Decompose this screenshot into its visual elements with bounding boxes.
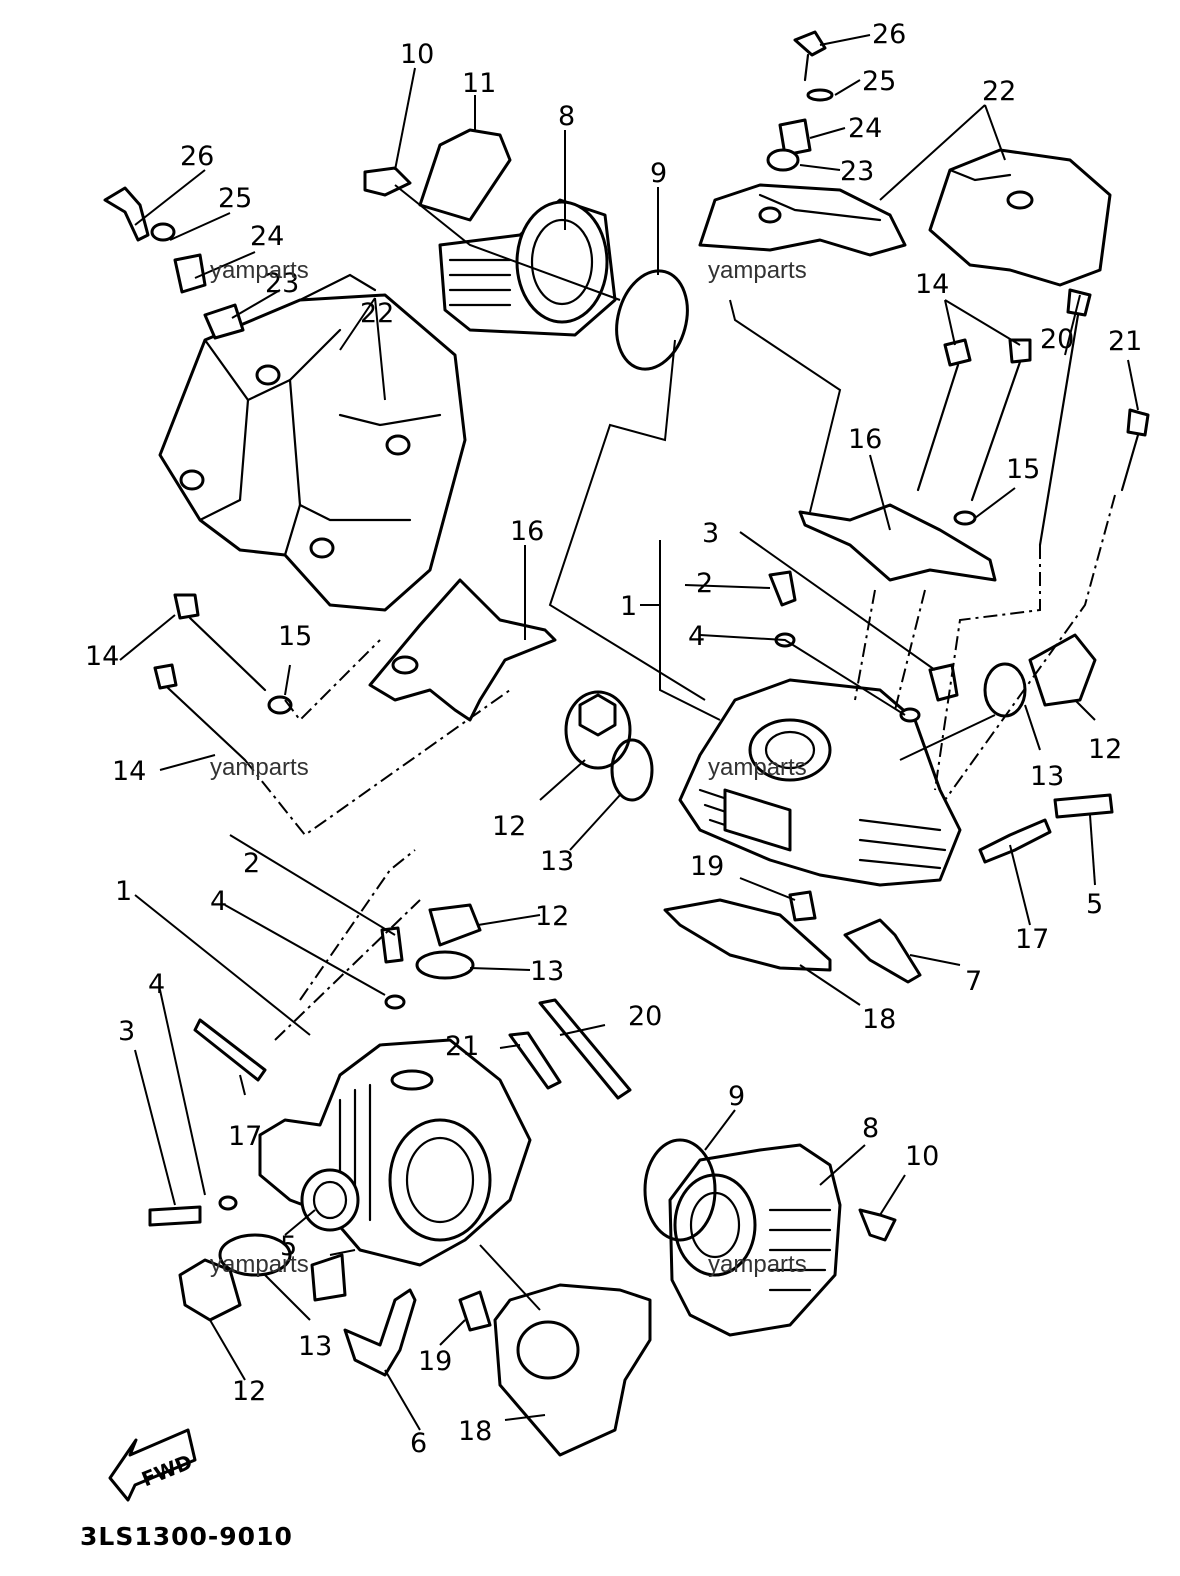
callout-5: 5	[280, 1231, 297, 1262]
tappet-cover-center	[564, 690, 654, 802]
cylinder-front	[668, 1143, 842, 1337]
callout-15: 15	[1006, 454, 1040, 485]
callout-3: 3	[118, 1016, 135, 1047]
callout-18: 18	[862, 1004, 896, 1035]
fwd-arrow-icon: FWD	[108, 1428, 197, 1502]
callout-17: 17	[228, 1121, 262, 1152]
head-cover-rear	[158, 273, 467, 612]
callout-9: 9	[650, 158, 667, 189]
o-ring-front	[643, 1138, 717, 1242]
callout-13: 13	[540, 846, 574, 877]
callout-numbers: 26 25 24 23 22 10 11 8 9 26 25 24 23 22 …	[85, 19, 1142, 1459]
callout-14: 14	[85, 641, 119, 672]
callout-3: 3	[702, 518, 719, 549]
watermark: yamparts	[708, 754, 807, 781]
leader-lines	[119, 34, 1139, 1431]
head-cover-front	[698, 148, 1112, 287]
callout-22: 22	[982, 76, 1016, 107]
callout-25: 25	[862, 66, 896, 97]
callout-15: 15	[278, 621, 312, 652]
watermark: yamparts	[708, 1251, 807, 1278]
callout-8: 8	[558, 101, 575, 132]
bolt-front	[858, 1208, 897, 1242]
callout-18: 18	[458, 1416, 492, 1447]
o-ring-rear	[615, 269, 689, 371]
cylinder-rear	[363, 128, 617, 337]
callout-20: 20	[1040, 324, 1074, 355]
cover-bolt-stack-rear	[103, 186, 245, 340]
callout-22: 22	[360, 298, 394, 329]
parts-rear-left	[148, 903, 632, 1322]
watermark: yamparts	[210, 754, 309, 781]
callout-23: 23	[840, 156, 874, 187]
callout-5: 5	[1086, 889, 1103, 920]
callout-24: 24	[848, 113, 882, 144]
callout-4: 4	[148, 969, 165, 1000]
parts-front-right	[663, 633, 1114, 984]
callout-13: 13	[530, 956, 564, 987]
callout-21: 21	[1108, 326, 1142, 357]
callout-20: 20	[628, 1001, 662, 1032]
bottom-small-parts	[343, 1283, 652, 1457]
callout-19: 19	[690, 851, 724, 882]
callout-23: 23	[265, 268, 299, 299]
callout-8: 8	[862, 1113, 879, 1144]
callout-12: 12	[1088, 734, 1122, 765]
callout-10: 10	[905, 1141, 939, 1172]
watermark: yamparts	[210, 1251, 309, 1278]
callout-12: 12	[232, 1376, 266, 1407]
callout-21: 21	[445, 1031, 479, 1062]
callout-9: 9	[728, 1081, 745, 1112]
callout-14: 14	[915, 269, 949, 300]
watermark: yamparts	[708, 257, 807, 284]
callout-13: 13	[298, 1331, 332, 1362]
head-bolts-rear	[153, 578, 557, 762]
callout-24: 24	[250, 221, 284, 252]
callout-16: 16	[510, 516, 544, 547]
callout-4: 4	[688, 621, 705, 652]
watermark: yamparts	[210, 257, 309, 284]
callout-4: 4	[210, 886, 227, 917]
cylinder-head-front	[678, 570, 962, 887]
cover-bolt-stack-front	[766, 30, 834, 172]
callout-6: 6	[410, 1428, 427, 1459]
callout-1: 1	[620, 591, 637, 622]
cylinder-head-rear	[258, 1038, 532, 1267]
callout-26: 26	[180, 141, 214, 172]
callout-17: 17	[1015, 924, 1049, 955]
callout-14: 14	[112, 756, 146, 787]
callout-12: 12	[535, 901, 569, 932]
alignment-lines	[244, 494, 1116, 1041]
diagram-code: 3LS1300-9010	[80, 1522, 293, 1551]
callout-11: 11	[462, 68, 496, 99]
callout-2: 2	[696, 568, 713, 599]
callout-7: 7	[965, 966, 982, 997]
callout-26: 26	[872, 19, 906, 50]
callout-13: 13	[1030, 761, 1064, 792]
callout-10: 10	[400, 39, 434, 70]
callout-16: 16	[848, 424, 882, 455]
callout-12: 12	[492, 811, 526, 842]
callout-19: 19	[418, 1346, 452, 1377]
callout-1: 1	[115, 876, 132, 907]
callout-25: 25	[218, 183, 252, 214]
watermarks: yamparts yamparts yamparts yamparts yamp…	[210, 257, 807, 1278]
callout-2: 2	[243, 848, 260, 879]
